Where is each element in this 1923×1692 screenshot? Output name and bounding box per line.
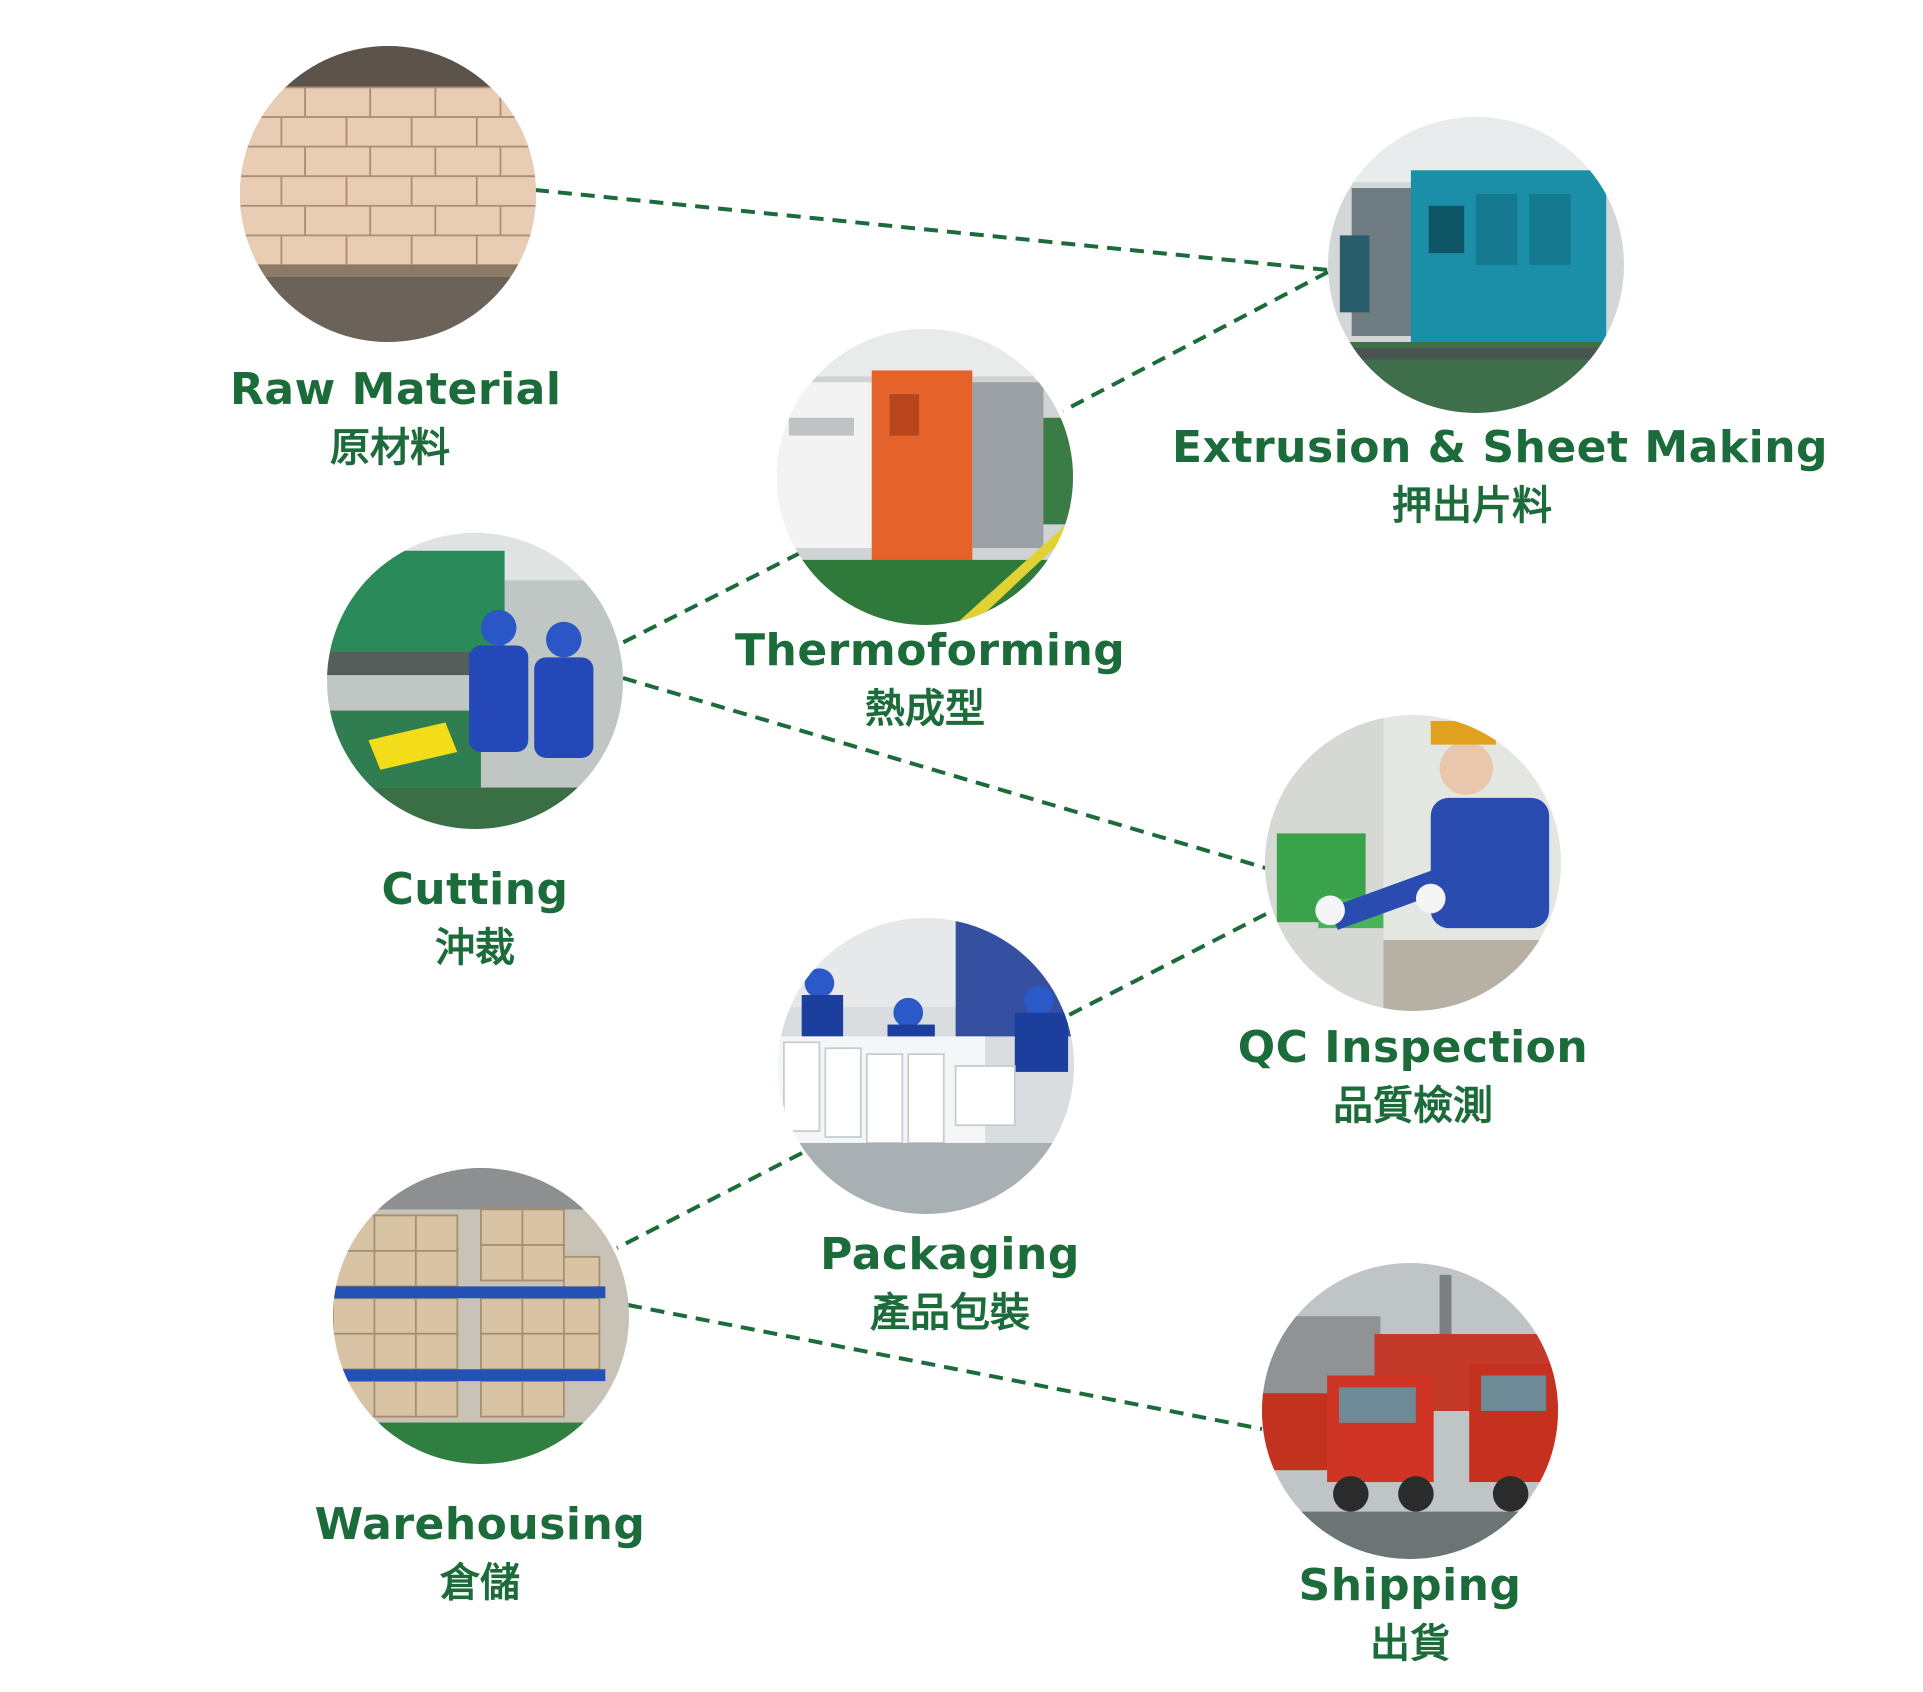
- raw-material-label: Raw Material 原材料: [230, 362, 562, 473]
- packaging-photo: [778, 918, 1074, 1214]
- thermoforming-photo: [777, 329, 1073, 625]
- qc-inspection-photo: [1265, 715, 1561, 1011]
- connector-packaging-to-warehousing: [616, 1151, 803, 1250]
- warehousing-label-en: Warehousing: [314, 1499, 646, 1550]
- extrusion-label: Extrusion & Sheet Making 押出片料: [1172, 420, 1829, 531]
- extrusion-photo: [1328, 117, 1624, 413]
- packaging-label-zh: 產品包裝: [870, 1290, 1030, 1336]
- thermoforming-label-en: Thermoforming: [735, 625, 1126, 676]
- raw-material-label-en: Raw Material: [230, 364, 562, 415]
- connector-qc-inspection-to-packaging: [1064, 912, 1267, 1019]
- shipping-label-en: Shipping: [1298, 1560, 1522, 1611]
- connector-raw-material-to-extrusion: [534, 188, 1329, 272]
- cutting-label-en: Cutting: [381, 864, 569, 915]
- warehousing-photo: [333, 1168, 629, 1464]
- packaging-label: Packaging 產品包裝: [790, 1227, 1110, 1338]
- extrusion-label-zh: 押出片料: [1392, 483, 1552, 529]
- connector-warehousing-to-shipping: [627, 1303, 1263, 1431]
- qc-inspection-label-zh: 品質檢測: [1333, 1083, 1493, 1129]
- warehousing-label-zh: 倉儲: [440, 1560, 520, 1606]
- raw-material-label-zh: 原材料: [330, 425, 450, 471]
- qc-inspection-label-en: QC Inspection: [1237, 1022, 1589, 1073]
- packaging-label-en: Packaging: [820, 1229, 1080, 1280]
- qc-inspection-label: QC Inspection 品質檢測: [1233, 1020, 1593, 1131]
- cutting-photo: [327, 533, 623, 829]
- thermoforming-label-zh: 熱成型: [865, 686, 985, 732]
- cutting-label: Cutting 沖裁: [325, 862, 625, 973]
- connector-extrusion-to-thermoforming: [1062, 270, 1329, 413]
- warehousing-label: Warehousing 倉儲: [305, 1497, 655, 1608]
- raw-material-photo: [240, 46, 536, 342]
- thermoforming-label: Thermoforming 熱成型: [735, 623, 1126, 734]
- connector-cutting-to-qc-inspection: [622, 676, 1270, 871]
- extrusion-label-en: Extrusion & Sheet Making: [1172, 422, 1829, 473]
- shipping-label: Shipping 出貨: [1260, 1558, 1560, 1669]
- shipping-photo: [1262, 1263, 1558, 1559]
- shipping-label-zh: 出貨: [1370, 1621, 1450, 1667]
- cutting-label-zh: 沖裁: [435, 925, 515, 971]
- connector-thermoforming-to-cutting: [619, 551, 801, 646]
